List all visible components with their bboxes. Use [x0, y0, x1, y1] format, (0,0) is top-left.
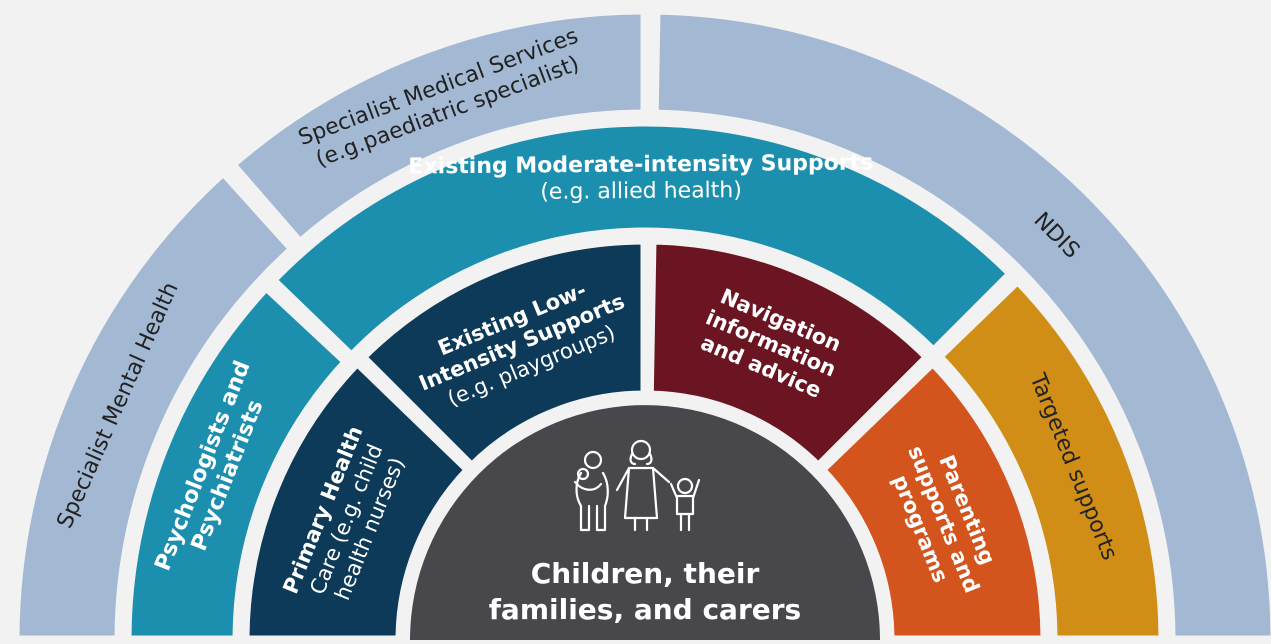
center-label-line-2: families, and carers: [489, 593, 801, 626]
segment-psychologists-and-psychiatrists: [122, 280, 353, 644]
segment-existing-low-intensity-supports: [355, 235, 650, 474]
center-hub-background: [410, 405, 880, 640]
segment-parenting-supports-and-programs: [814, 355, 1050, 644]
label-existing-moderate-intensity-supports-line-2: (e.g. allied health): [540, 178, 742, 205]
family-icon: [573, 439, 701, 532]
segment-targeted-supports: [932, 273, 1168, 644]
label-existing-moderate-intensity-supports-line-1: Existing Moderate-intensity Supports: [408, 150, 873, 179]
center-hub: Children, their families, and carers: [489, 439, 801, 626]
segment-primary-health-care: [240, 355, 476, 644]
rings-layer: [10, 5, 1271, 644]
center-label-line-1: Children, their: [531, 557, 760, 590]
segment-existing-moderate-intensity-supports: [266, 117, 1018, 363]
segment-ndis: [649, 5, 1271, 644]
label-existing-moderate-intensity-supports: Existing Moderate-intensity Supports(e.g…: [408, 150, 873, 205]
segment-specialist-mental-health: [10, 165, 300, 644]
segment-navigation-information-and-advice: [644, 235, 935, 474]
segment-specialist-medical-services: [225, 5, 650, 250]
